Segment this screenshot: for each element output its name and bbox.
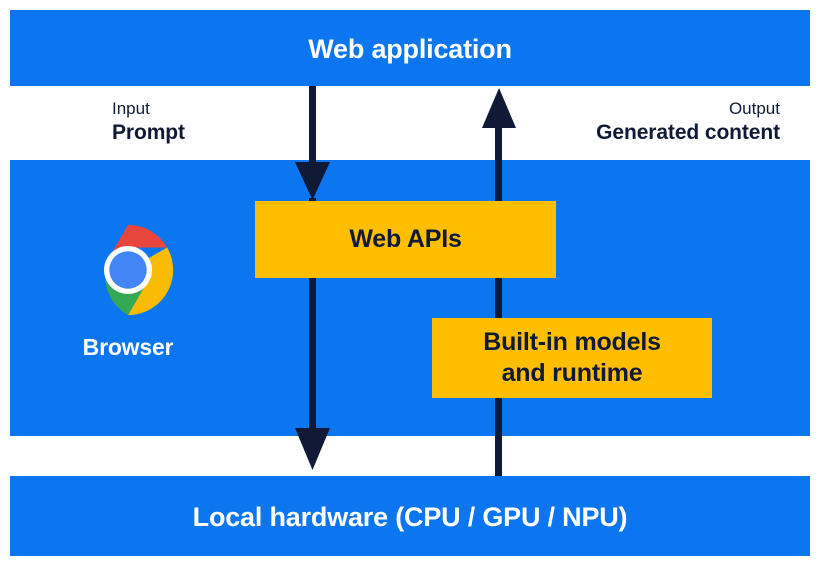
band-local-hardware: Local hardware (CPU / GPU / NPU) [10, 476, 810, 556]
box-built-in-models-line2: and runtime [501, 359, 643, 387]
band-web-application-label: Web application [308, 34, 512, 64]
box-built-in-models[interactable]: Built-in models and runtime [432, 318, 712, 398]
annotation-output-value: Generated content [596, 120, 780, 144]
box-web-apis-label: Web APIs [349, 225, 462, 253]
browser-label: Browser [82, 334, 174, 360]
box-built-in-models-line1: Built-in models [483, 327, 661, 356]
band-local-hardware-label: Local hardware (CPU / GPU / NPU) [192, 502, 628, 532]
box-built-in-models-label: Built-in models and runtime [483, 327, 661, 390]
annotation-input-kind: Input [112, 99, 150, 118]
box-web-apis[interactable]: Web APIs [255, 201, 556, 278]
annotation-input-value: Prompt [112, 120, 185, 144]
annotation-input: Input Prompt [112, 98, 185, 147]
band-web-application: Web application [10, 10, 810, 86]
annotation-output-kind: Output [728, 99, 780, 118]
browser-group: Browser [58, 222, 198, 361]
chrome-logo-icon [104, 224, 174, 316]
annotation-output: Output Generated content [596, 98, 780, 147]
